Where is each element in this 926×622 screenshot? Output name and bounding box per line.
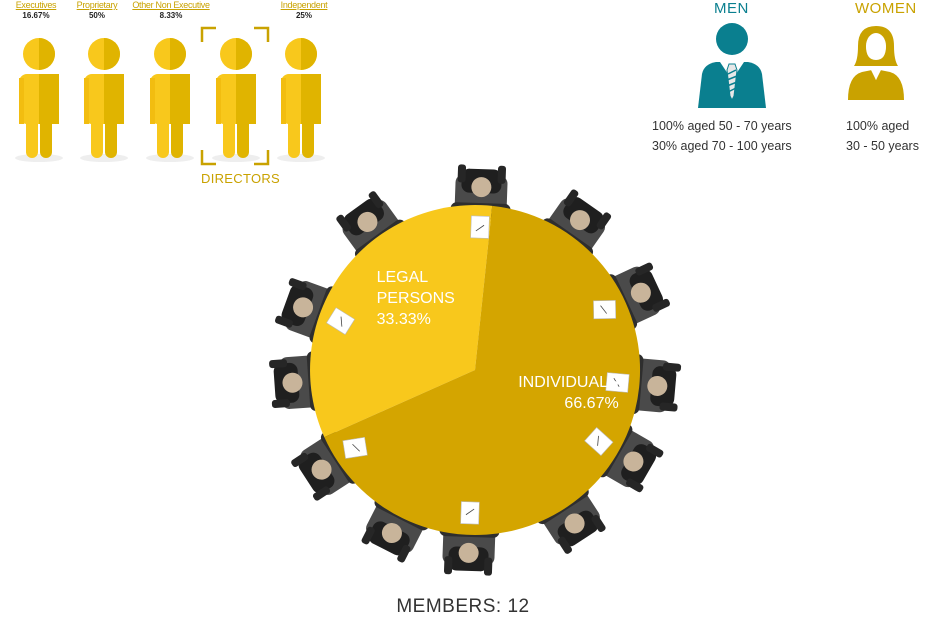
pie-slice-percent: 33.33% [377, 311, 431, 328]
pie-slice-label: INDIVIDUALS [518, 374, 618, 391]
men-title: MEN [714, 0, 749, 17]
pie-labels: LEGAL PERSONS 33.33% INDIVIDUALS 66.67% [377, 269, 619, 412]
director-category-percent: 8.33% [159, 11, 183, 20]
papers-layer [326, 215, 630, 525]
director-category-percent: 25% [295, 11, 312, 20]
director-category-other-non-executive: Other Non Executive 8.33% [132, 0, 210, 20]
director-category-label[interactable]: Executives [15, 0, 57, 10]
directors-caption: DIRECTORS [201, 171, 281, 186]
paper-sheet [593, 300, 617, 320]
businessman-icon [698, 23, 766, 108]
director-category-executives: Executives 16.67% [4, 0, 68, 20]
pie-slice-label: LEGAL [377, 269, 429, 286]
pie-slice [324, 205, 641, 536]
men-age-line: 30% aged 70 - 100 years [652, 139, 792, 153]
director-figures [15, 26, 325, 166]
pie-slices [310, 205, 641, 536]
paper-sheet [326, 307, 356, 335]
director-category-label[interactable]: Independent [280, 0, 328, 10]
members-count: MEMBERS: 12 [396, 596, 530, 617]
highlight-bracket [200, 26, 270, 166]
director-category-label[interactable]: Other Non Executive [132, 0, 210, 10]
paper-sheet [460, 501, 480, 525]
women-age-line: 100% aged [846, 119, 910, 133]
businesswoman-icon [848, 26, 904, 100]
director-category-proprietary: Proprietary 50% [65, 0, 129, 20]
pie-slice-percent: 66.67% [564, 395, 618, 412]
pie-slice [310, 205, 493, 438]
paper-sheet [605, 372, 630, 393]
women-age-line: 30 - 50 years [846, 139, 919, 153]
men-age-line: 100% aged 50 - 70 years [652, 119, 792, 133]
women-title: WOMEN [855, 0, 917, 17]
paper-sheet [342, 436, 368, 459]
paper-sheet [470, 215, 490, 239]
director-category-label[interactable]: Proprietary [76, 0, 118, 10]
director-category-independent: Independent 25% [272, 0, 336, 20]
director-category-percent: 16.67% [22, 11, 50, 20]
pie-slice-label: PERSONS [377, 290, 455, 307]
director-category-percent: 50% [88, 11, 105, 20]
paper-sheet [584, 427, 614, 456]
